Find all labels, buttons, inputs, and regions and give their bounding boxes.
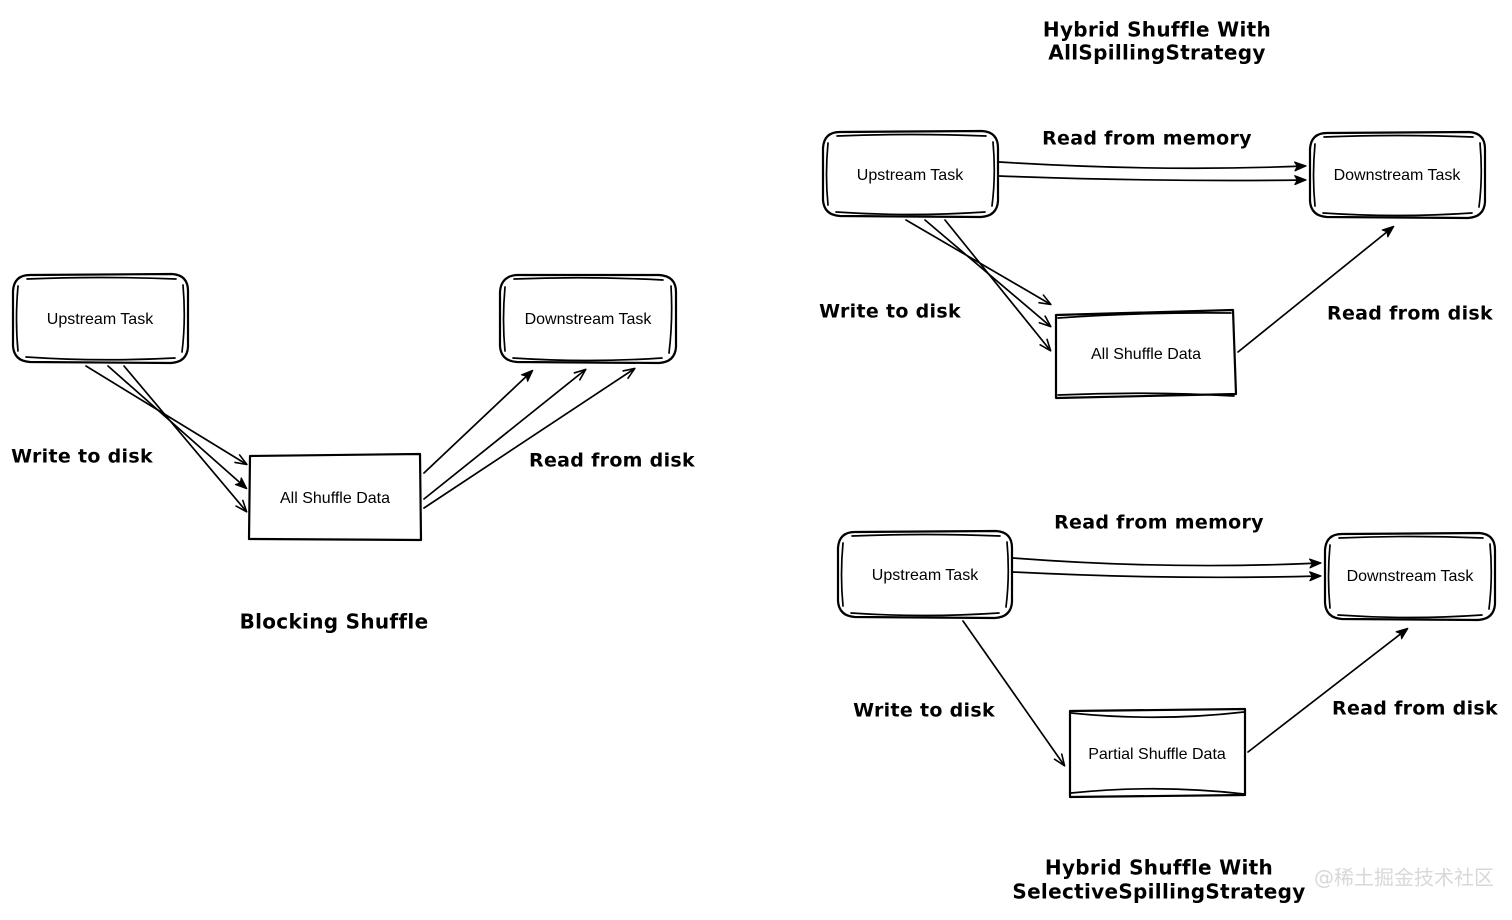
edge-label: Read from disk bbox=[1332, 698, 1498, 720]
node-downstream-task[interactable]: Downstream Task bbox=[1323, 531, 1497, 622]
edge-label: Read from memory bbox=[1054, 512, 1264, 534]
diagram-title: Blocking Shuffle bbox=[240, 610, 429, 634]
edge-label: Read from disk bbox=[529, 450, 695, 472]
edge-label: Write to disk bbox=[819, 301, 961, 323]
node-downstream-task[interactable]: Downstream Task bbox=[1308, 130, 1487, 220]
node-all-shuffle-data[interactable]: All Shuffle Data bbox=[1054, 308, 1238, 400]
node-label: Downstream Task bbox=[525, 311, 653, 328]
edge-read-from-memory: Read from memory bbox=[998, 128, 1307, 186]
node-label: Downstream Task bbox=[1347, 568, 1475, 585]
diagram-hybrid-all-spilling: Hybrid Shuffle With AllSpillingStrategy … bbox=[819, 18, 1493, 400]
node-label: All Shuffle Data bbox=[280, 490, 390, 507]
diagram-title-line2: SelectiveSpillingStrategy bbox=[1012, 880, 1305, 904]
node-label: Partial Shuffle Data bbox=[1088, 746, 1226, 763]
watermark: @稀土掘金技术社区 bbox=[1314, 866, 1494, 890]
node-label: Upstream Task bbox=[857, 167, 964, 184]
node-partial-shuffle-data[interactable]: Partial Shuffle Data bbox=[1068, 707, 1247, 799]
diagram-hybrid-selective-spilling: Upstream Task Downstream Task Partial Sh… bbox=[836, 512, 1498, 904]
node-label: Upstream Task bbox=[47, 311, 154, 328]
node-downstream-task[interactable]: Downstream Task bbox=[498, 273, 678, 365]
node-label: Downstream Task bbox=[1334, 167, 1462, 184]
node-upstream-task[interactable]: Upstream Task bbox=[821, 129, 1000, 219]
edge-label: Write to disk bbox=[853, 700, 995, 722]
diagram-title-line1: Hybrid Shuffle With bbox=[1045, 856, 1273, 880]
node-upstream-task[interactable]: Upstream Task bbox=[836, 529, 1014, 620]
edge-write-to-disk: Write to disk bbox=[819, 219, 1052, 352]
node-label: Upstream Task bbox=[872, 567, 979, 584]
edge-label: Read from memory bbox=[1042, 128, 1252, 150]
edge-read-from-disk: Read from disk bbox=[1237, 225, 1493, 353]
edge-read-from-disk: Read from disk bbox=[423, 367, 695, 509]
edge-write-to-disk: Write to disk bbox=[853, 620, 1066, 767]
node-label: All Shuffle Data bbox=[1091, 346, 1201, 363]
edge-label: Write to disk bbox=[11, 446, 153, 468]
node-all-shuffle-data[interactable]: All Shuffle Data bbox=[247, 452, 423, 542]
edge-read-from-disk: Read from disk bbox=[1247, 627, 1498, 753]
node-upstream-task[interactable]: Upstream Task bbox=[11, 272, 190, 365]
edge-label: Read from disk bbox=[1327, 303, 1493, 325]
diagram-title-line2: AllSpillingStrategy bbox=[1048, 41, 1265, 65]
edge-read-from-memory: Read from memory bbox=[1012, 512, 1322, 582]
diagram-blocking-shuffle: Upstream Task Downstream Task All Shuffl… bbox=[11, 272, 695, 634]
diagram-title-line1: Hybrid Shuffle With bbox=[1043, 18, 1271, 42]
edge-write-to-disk: Write to disk bbox=[11, 365, 248, 513]
